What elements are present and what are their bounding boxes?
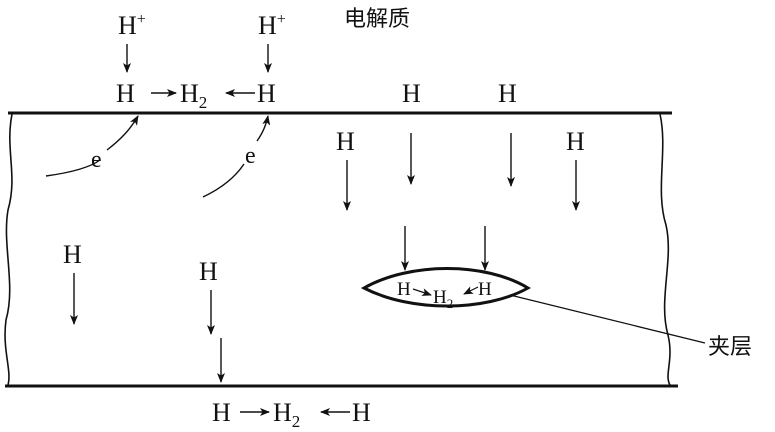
h-atom-diffusing-2: H [566, 127, 585, 156]
interlayer-label: 夹层 [708, 335, 752, 360]
electron-label-2: e [245, 143, 256, 169]
h-atom-interlayer-2: H [478, 279, 492, 300]
interlayer-lens [360, 267, 531, 308]
electron-curve-2-upper [256, 115, 271, 142]
h-plus-ion-2: H+ [258, 11, 286, 40]
h-atom-interlayer-1: H [397, 279, 411, 300]
h-atom-surface-3: H [402, 79, 421, 108]
h-atom-adsorbed-2: H [257, 79, 276, 108]
h-atom-surface-4: H [498, 79, 517, 108]
metal-plate [4, 111, 678, 388]
interlayer-leader-line [509, 294, 706, 344]
h-atom-diffusing-3: H [63, 240, 82, 269]
h-atom-diffusing-4: H [199, 257, 218, 286]
interlayer-void: H H2 H [360, 267, 531, 311]
electrolyte-label: 电解质 [344, 7, 410, 32]
left-break-edge [4, 113, 13, 386]
electron-curve-1-lower [45, 159, 101, 177]
h-atom-diffusing-1: H [336, 127, 355, 156]
h-plus-ion-1: H+ [118, 11, 146, 40]
surface-recombination-top: H+ H+ H H2 H [116, 11, 286, 112]
h2-molecule-top: H2 [180, 79, 207, 112]
diffusing-hydrogen: H H H H [63, 127, 585, 383]
h2-molecule-bottom: H2 [273, 398, 300, 431]
arrow-interlayer-right [463, 286, 479, 295]
h-atom-adsorbed-1: H [116, 79, 135, 108]
electron-paths: e e [45, 115, 271, 198]
electron-curve-2-lower [202, 163, 245, 198]
h-atom-bottom-2: H [352, 398, 371, 427]
arrow-interlayer-left [412, 288, 432, 296]
h2-molecule-interlayer: H2 [433, 287, 453, 311]
electron-label-1: e [91, 147, 102, 173]
electron-curve-1-upper [106, 115, 139, 151]
h-atom-bottom-1: H [212, 398, 231, 427]
right-break-edge [659, 113, 671, 386]
surface-recombination-bottom: H H2 H [212, 398, 371, 431]
